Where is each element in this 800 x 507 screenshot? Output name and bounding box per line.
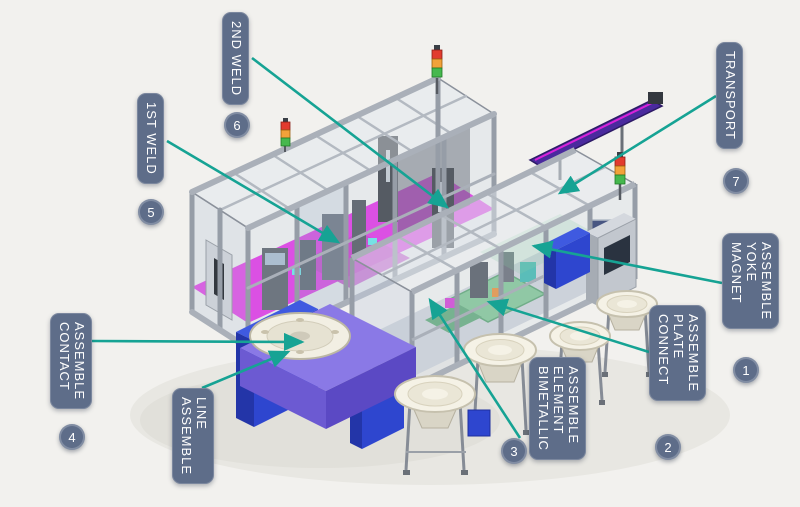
callout-number-5: 5: [138, 199, 164, 225]
callout-number-6: 6: [224, 112, 250, 138]
callout-label-assemble-line: ASSEMBLE LINE: [172, 388, 214, 485]
weld-hall: [189, 75, 497, 351]
arrow-magnet-yoke: [531, 240, 723, 285]
callout-text: 1ST WELD: [143, 102, 159, 175]
callout-number-2: 2: [655, 434, 681, 460]
arrow-2nd-weld: [251, 56, 450, 209]
bowl-feeder: [549, 321, 611, 405]
callout-text: TRANSPORT: [722, 51, 738, 140]
callout-text: MAGNET YOKE ASSEMBLE: [728, 242, 774, 321]
callout-number-1: 1: [733, 357, 759, 383]
callout-number-3: 3: [501, 438, 527, 464]
callout-text: 2ND WELD: [228, 21, 244, 97]
callout-text: ASSEMBLE LINE: [178, 397, 209, 476]
arrow-transport: [557, 94, 717, 195]
callout-label-connect-plate-assemble: CONNECT PLATE ASSEMBLE: [649, 305, 706, 402]
arrow-contact: [91, 332, 305, 352]
callout-label-1st-weld: 1ST WELD: [137, 93, 164, 184]
callout-label-transport: TRANSPORT: [716, 42, 743, 149]
stack-light: [280, 118, 291, 152]
arrow-bimetallic: [428, 297, 522, 439]
bowl-feeder: [394, 375, 476, 475]
callout-text: CONNECT PLATE ASSEMBLE: [655, 314, 701, 393]
arrow-1st-weld: [166, 139, 341, 244]
callout-number-7: 7: [723, 168, 749, 194]
callout-label-2nd-weld: 2ND WELD: [222, 12, 249, 106]
callout-number-4: 4: [59, 424, 85, 450]
bowl-feeder: [463, 333, 537, 437]
callout-text: BIMETALLIC ELEMENT ASSEMBLE: [535, 366, 581, 451]
stack-light: [431, 45, 443, 94]
callout-text: CONTACT ASSEMBLE: [56, 322, 87, 401]
bowl-feeder: [596, 290, 658, 377]
arrow-assemble-line: [201, 350, 291, 390]
callout-label-bimetallic-element-assemble: BIMETALLIC ELEMENT ASSEMBLE: [529, 357, 586, 460]
arrow-connect-plate: [486, 298, 650, 354]
callout-label-contact-assemble: CONTACT ASSEMBLE: [50, 313, 92, 410]
callout-label-magnet-yoke-assemble: MAGNET YOKE ASSEMBLE: [722, 233, 779, 330]
